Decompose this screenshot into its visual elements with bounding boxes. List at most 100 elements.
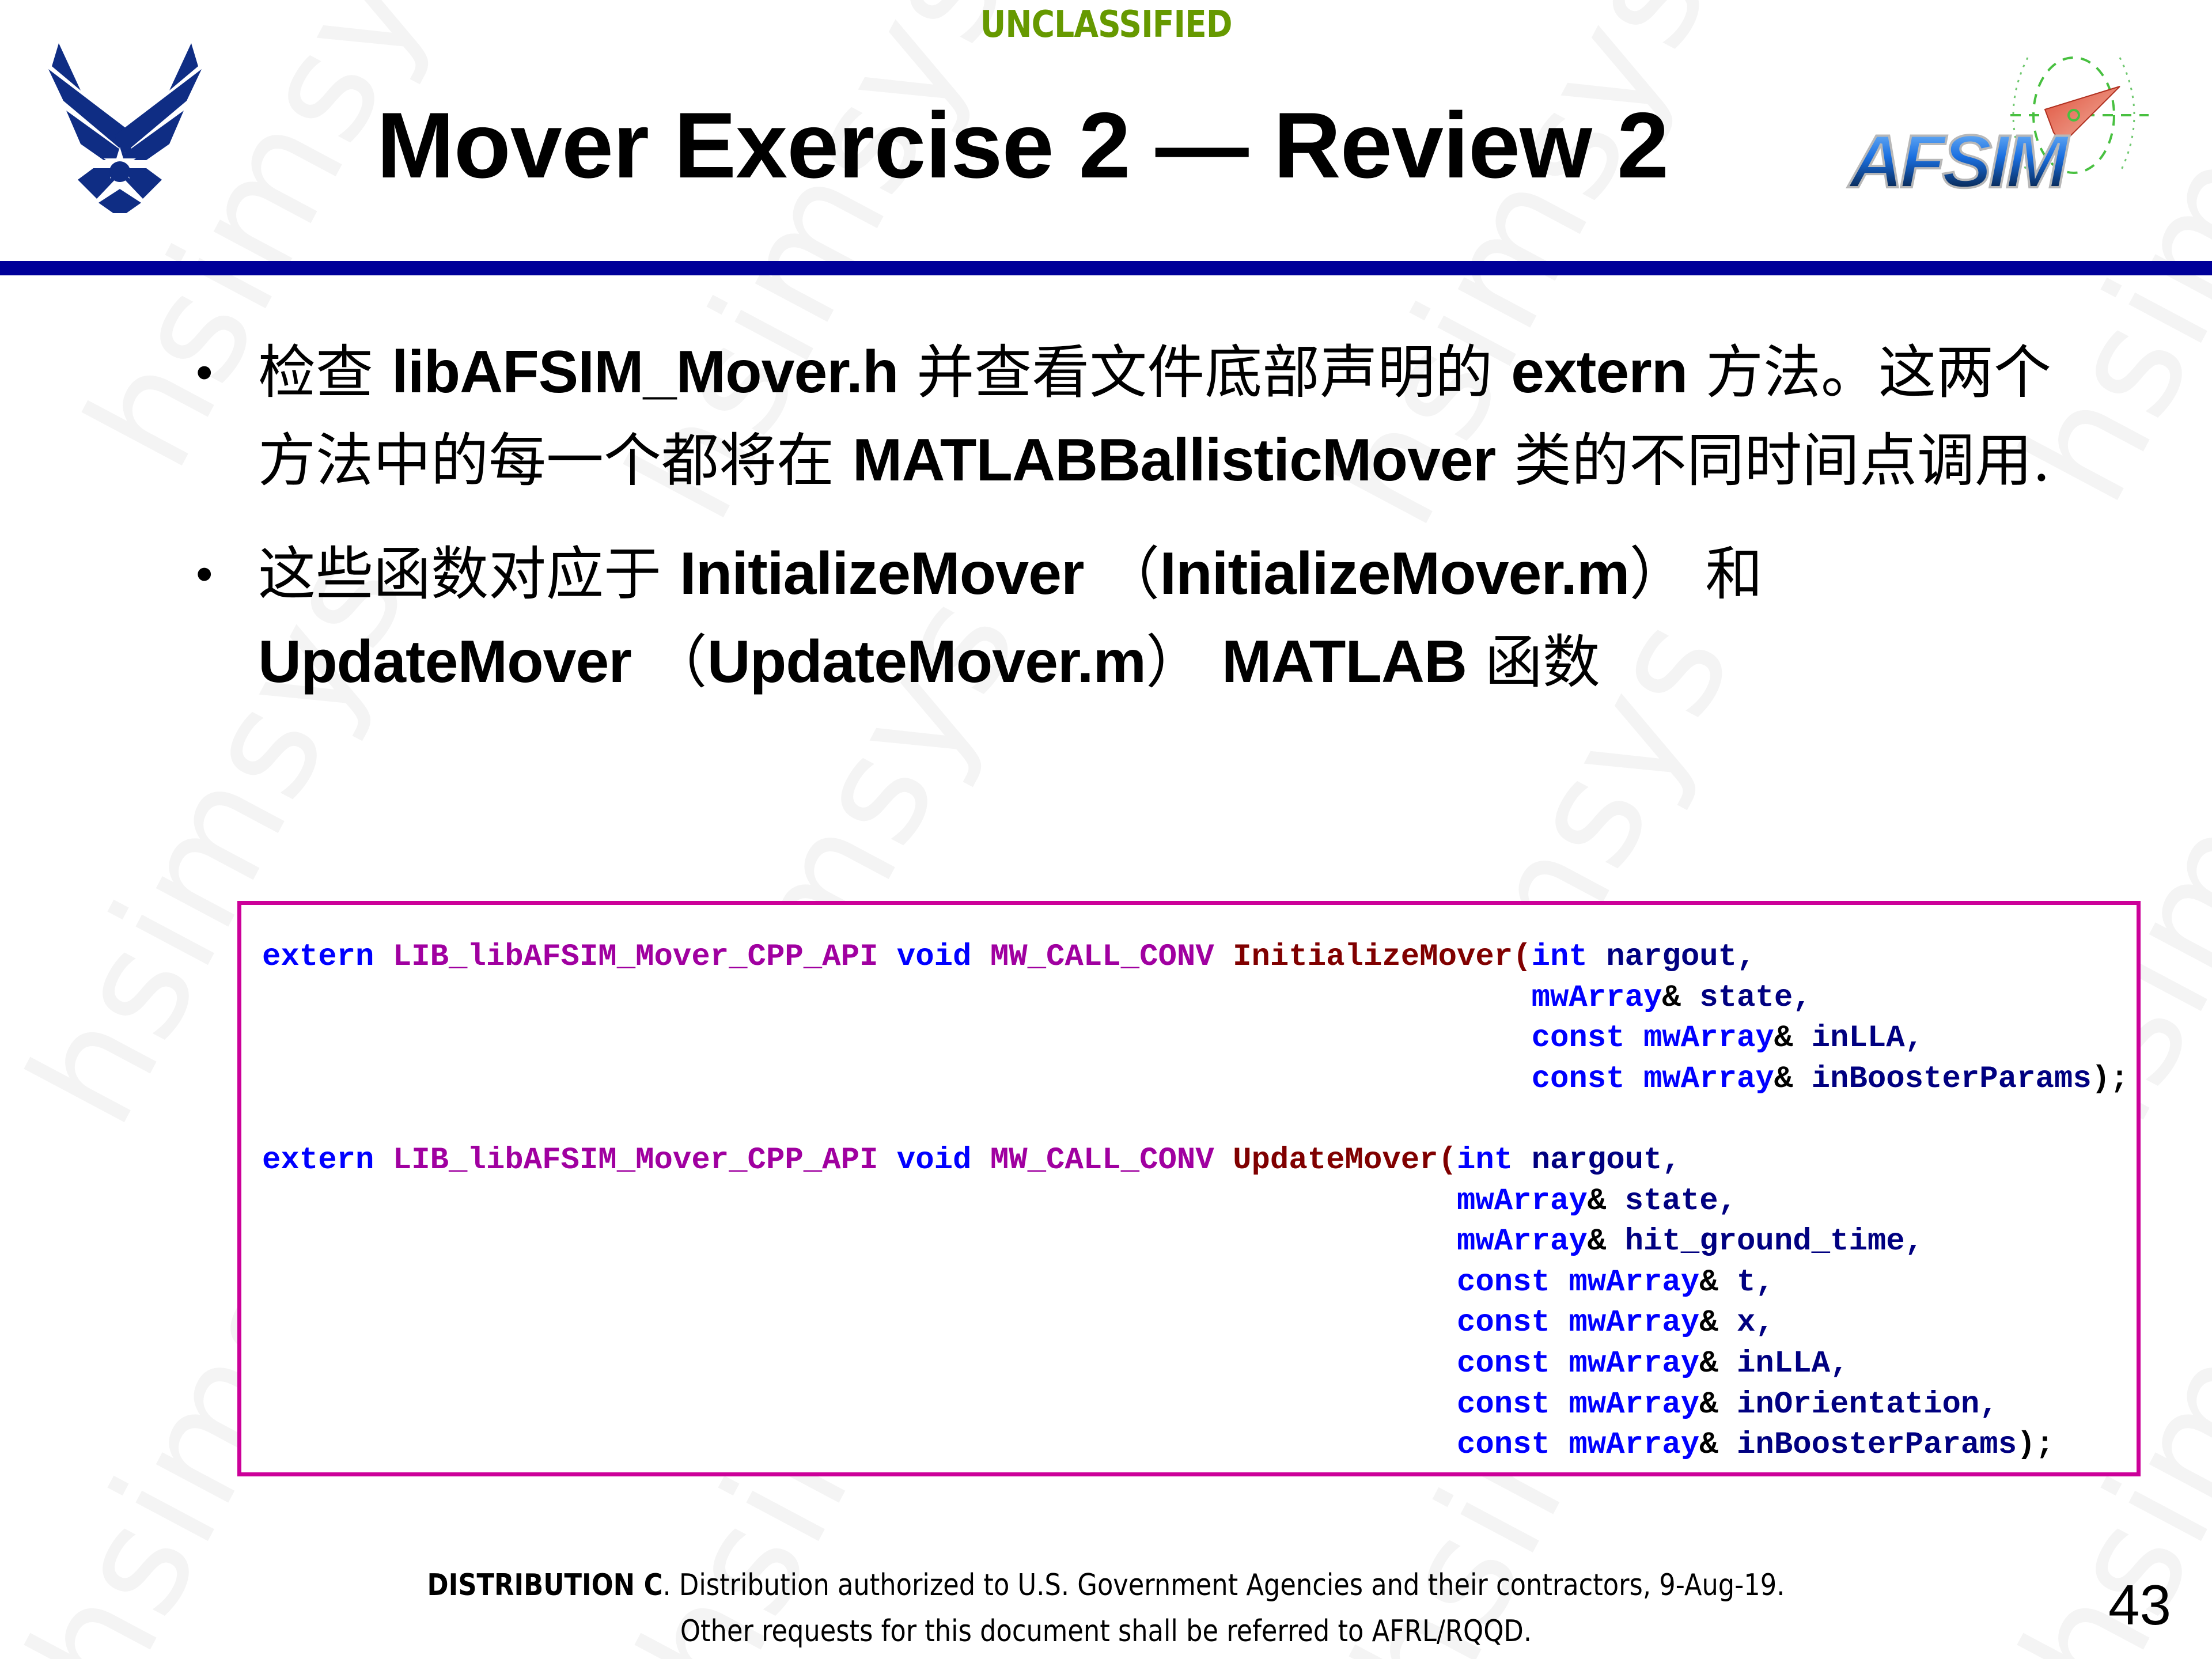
code-param: state [1699,980,1793,1016]
code-keyword: const [1456,1264,1550,1300]
bullet-keyword: UpdateMover [258,628,632,695]
code-param: nargout [1606,940,1737,975]
bullet-keyword: extern [1511,339,1688,406]
bullet-keyword: MATLABBallisticMover [852,427,1496,494]
code-keyword: const [1456,1387,1550,1422]
code-param: hit_ground_time [1624,1224,1905,1260]
code-type: mwArray [1569,1427,1700,1463]
code-type: mwArray [1643,1061,1774,1097]
bullet-text: 并查看文件底部声明的 [898,339,1512,406]
code-keyword: void [896,1142,972,1178]
code-param: t [1737,1264,1756,1300]
header-divider [0,261,2212,275]
code-punct: & [1587,1224,1607,1260]
bullet-list: • 检查 libAFSIM_Mover.h 并查看文件底部声明的 extern 方… [190,328,2091,732]
code-macro: MW_CALL_CONV [990,940,1214,975]
distribution-label: DISTRIBUTION C [427,1568,663,1603]
code-punct: & [1662,980,1681,1016]
bullet-keyword: MATLAB [1221,628,1467,695]
distribution-line-2: Other requests for this document shall b… [680,1614,1532,1649]
bullet-text: 函数 [1467,628,1600,696]
svg-text:AFSIM: AFSIM [1847,119,2070,203]
code-keyword: const [1456,1305,1550,1341]
code-type: mwArray [1531,980,1662,1016]
code-param: nargout [1531,1142,1662,1178]
classification-label: UNCLASSIFIED [980,3,1232,46]
code-param: inBoosterParams [1737,1427,2017,1463]
code-type: mwArray [1456,1224,1588,1260]
code-function-name: InitializeMover( [1233,940,1532,975]
code-param: x [1737,1305,1756,1341]
code-param: inBoosterParams [1811,1061,2092,1097]
code-macro: MW_CALL_CONV [990,1142,1214,1178]
bullet-item: • 检查 libAFSIM_Mover.h 并查看文件底部声明的 extern 方… [190,328,2091,505]
code-type: mwArray [1456,1183,1588,1219]
code-punct: , [1755,1305,1774,1341]
bullet-keyword: UpdateMover.m [707,628,1146,695]
bullet-text: 类的不同时间点调用. [1495,427,2051,494]
code-keyword: const [1456,1427,1550,1463]
bullet-text: 方法。这两个方法中的每一个都将在 [258,339,2052,494]
code-type: mwArray [1569,1264,1700,1300]
code-param: inOrientation [1737,1387,1980,1422]
code-param: inLLA [1811,1021,1905,1056]
bullet-dot-icon: • [196,547,213,601]
code-punct: , [1904,1224,1924,1260]
bullet-text: ） 和 [1629,540,1763,608]
bullet-text: （ [1084,540,1160,608]
code-param: state [1624,1183,1718,1219]
bullet-text: （ [631,628,707,696]
code-punct: & [1699,1387,1718,1422]
code-type: mwArray [1569,1305,1700,1341]
code-punct: , [1755,1264,1774,1300]
page-number: 43 [2108,1573,2172,1637]
code-function-name: UpdateMover( [1233,1142,1457,1178]
page-title: Mover Exercise 2 — Review 2 [376,93,1669,198]
code-keyword: const [1531,1061,1625,1097]
code-punct: & [1699,1264,1718,1300]
code-snippet-box: extern LIB_libAFSIM_Mover_CPP_API void M… [237,901,2141,1476]
code-type: int [1456,1142,1513,1178]
distribution-statement: DISTRIBUTION C. Distribution authorized … [0,1562,2212,1654]
code-type: mwArray [1569,1387,1700,1422]
bullet-text: 检查 [258,339,392,406]
code-punct: & [1699,1305,1718,1341]
code-punct: ); [2091,1061,2129,1097]
bullet-item: •这些函数对应于 InitializeMover （InitializeMove… [190,530,2091,706]
code-macro: LIB_libAFSIM_Mover_CPP_API [392,940,878,975]
code-punct: , [1662,1142,1681,1178]
bullet-keyword: libAFSIM_Mover.h [391,339,899,406]
classification-banner: UNCLASSIFIED [0,3,2212,46]
distribution-line-1: DISTRIBUTION C. Distribution authorized … [155,1562,2057,1608]
code-punct: & [1587,1183,1607,1219]
distribution-text: . Distribution authorized to U.S. Govern… [662,1568,1785,1603]
code-keyword: const [1456,1346,1550,1381]
afsim-logo-icon: AFSIM [1846,56,2149,204]
bullet-keyword: InitializeMover [679,540,1085,607]
bullet-text: ） [1146,628,1222,696]
code-type: mwArray [1569,1346,1700,1381]
code-snippet: extern LIB_libAFSIM_Mover_CPP_API void M… [262,937,2129,1466]
code-type: int [1531,940,1588,975]
code-punct: & [1774,1021,1793,1056]
code-keyword: void [896,940,972,975]
air-force-logo-icon [48,43,202,213]
bullet-text: 这些函数对应于 [258,540,680,608]
code-punct: , [1793,980,1812,1016]
code-punct: ); [2017,1427,2054,1463]
code-punct: , [1904,1021,1924,1056]
code-punct: , [1979,1387,1998,1422]
bullet-keyword: InitializeMover.m [1160,540,1630,607]
code-param: inLLA [1737,1346,1831,1381]
code-macro: LIB_libAFSIM_Mover_CPP_API [392,1142,878,1178]
code-punct: , [1830,1346,1849,1381]
code-punct: , [1718,1183,1737,1219]
code-punct: & [1699,1346,1718,1381]
bullet-dot-icon: • [196,345,213,399]
code-keyword: const [1531,1021,1625,1056]
code-punct: & [1774,1061,1793,1097]
code-keyword: extern [262,1142,374,1178]
code-keyword: extern [262,940,374,975]
code-type: mwArray [1643,1021,1774,1056]
